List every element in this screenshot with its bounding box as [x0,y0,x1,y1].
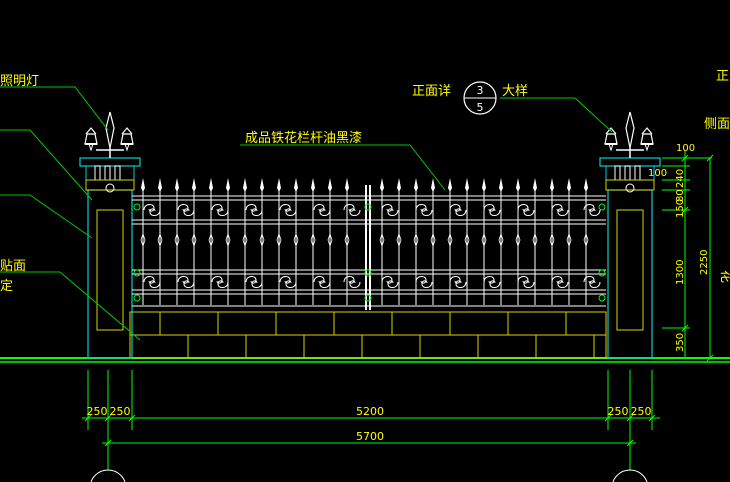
dim-span-total: 5700 [356,430,384,443]
label-right-top: 正 [716,69,729,84]
detail-number: 3 [477,84,484,97]
horizontal-dimension-text: 250 250 5200 250 250 5700 [87,405,652,443]
dim-pier-right-b: 250 [631,405,652,418]
label-left-mid-1: 贴面 [0,259,26,274]
vertical-dimensions [662,150,714,362]
label-lighting: 照明灯 [0,74,39,89]
dim-v-150: 150 [675,199,686,218]
label-right-side: 侧面 [704,117,730,132]
right-pier [599,157,661,359]
iron-railing [132,177,606,310]
label-detail-prefix: 正面详 [412,84,451,99]
axis-bubbles [90,469,648,482]
label-right-flower: 花 [718,270,730,283]
dim-pier-left-a: 250 [87,405,108,418]
left-lamps [84,111,134,158]
label-left-mid-2: 定 [0,279,13,294]
dim-pier-left-b: 250 [110,405,131,418]
base-wall [129,311,607,359]
ground-line [0,357,730,363]
dim-v-100b: 100 [648,168,667,179]
detail-sheet: 5 [477,101,484,114]
dim-v-240: 240 [675,169,686,188]
dim-pier-right-a: 250 [608,405,629,418]
dim-v-1300: 1300 [675,260,686,285]
dim-v-100a: 100 [676,143,695,154]
horizontal-dimensions [82,370,660,470]
leader-lines [0,86,613,341]
vertical-dimension-text: 100 100 240 80 150 1300 350 2250 [648,143,710,352]
dim-span-inner: 5200 [356,405,384,418]
dim-v-350: 350 [675,333,686,352]
annotation-labels: 照明灯 正面详 大样 成品铁花栏杆油黑漆 贴面 定 正 侧面 [0,69,730,294]
dim-v-80: 80 [675,189,686,202]
right-lamps [604,111,654,158]
dim-v-2250: 2250 [699,250,710,275]
detail-bubble: 3 5 [463,81,497,115]
label-railing: 成品铁花栏杆油黑漆 [245,130,362,146]
left-pier [79,157,141,359]
label-detail-suffix: 大样 [502,84,528,99]
